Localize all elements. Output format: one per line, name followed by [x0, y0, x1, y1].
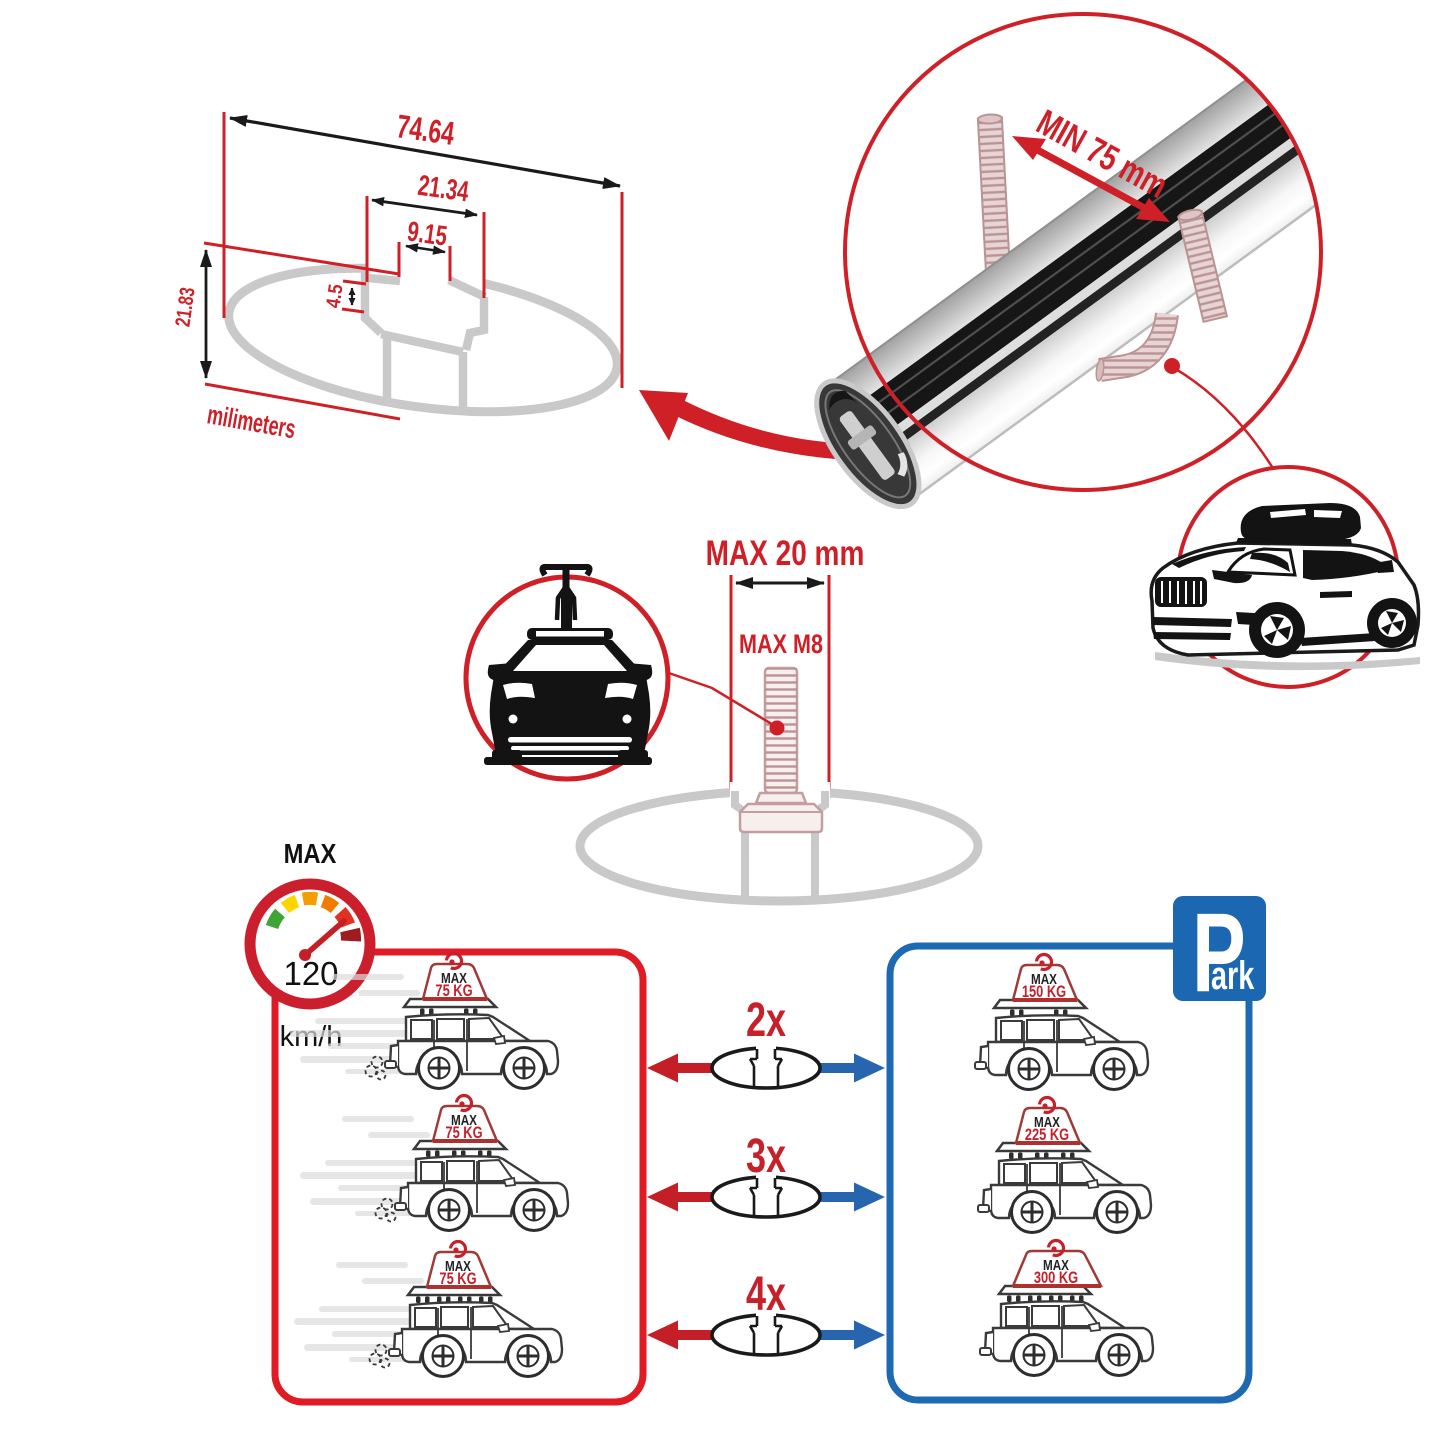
svg-text:150 KG: 150 KG	[1022, 984, 1066, 1002]
svg-text:MAX: MAX	[1031, 971, 1057, 988]
svg-text:21.83: 21.83	[170, 286, 199, 328]
svg-text:75 KG: 75 KG	[445, 1125, 482, 1143]
svg-text:MAX 20 mm: MAX 20 mm	[706, 533, 865, 573]
svg-text:milimeters: milimeters	[205, 399, 298, 445]
svg-text:2x: 2x	[746, 993, 786, 1046]
svg-text:75 KG: 75 KG	[435, 983, 472, 1001]
svg-text:9.15: 9.15	[405, 216, 449, 252]
svg-text:300 KG: 300 KG	[1034, 1270, 1078, 1288]
svg-text:75 KG: 75 KG	[439, 1271, 476, 1289]
svg-text:120: 120	[283, 955, 338, 992]
svg-text:225 KG: 225 KG	[1025, 1127, 1069, 1145]
svg-text:P: P	[1192, 890, 1246, 1015]
svg-text:MAX: MAX	[1043, 1257, 1069, 1274]
svg-text:4.5: 4.5	[321, 283, 347, 310]
svg-text:MAX: MAX	[451, 1112, 477, 1129]
svg-text:74.64: 74.64	[394, 108, 457, 153]
svg-text:MAX M8: MAX M8	[739, 630, 823, 660]
svg-text:MAX: MAX	[441, 970, 467, 987]
svg-text:MAX: MAX	[284, 837, 337, 869]
svg-text:ark: ark	[1211, 953, 1255, 998]
svg-text:MAX: MAX	[445, 1258, 471, 1275]
svg-text:21.34: 21.34	[416, 169, 471, 208]
svg-text:MAX: MAX	[1034, 1114, 1060, 1131]
